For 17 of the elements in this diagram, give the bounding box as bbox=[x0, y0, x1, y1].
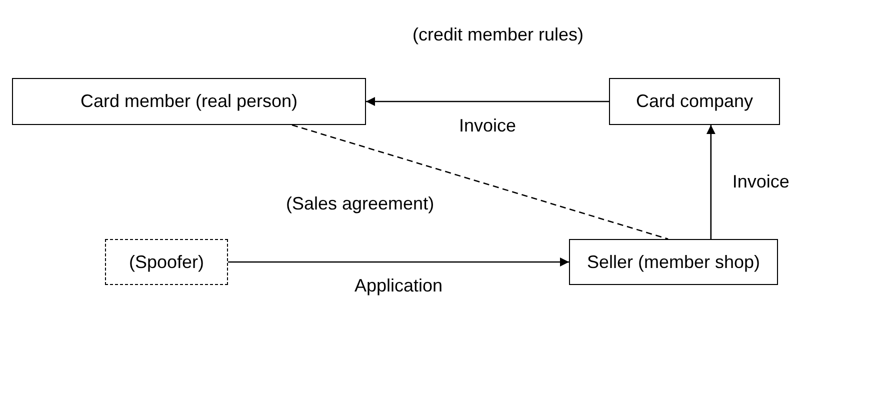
process-box bbox=[12, 78, 366, 125]
box-label: Card company bbox=[636, 91, 754, 112]
arrow bbox=[706, 125, 716, 239]
edge-label: (Sales agreement) bbox=[286, 194, 434, 214]
box-label: (Spoofer) bbox=[128, 252, 204, 272]
dashed-box bbox=[105, 239, 228, 285]
box-label: Seller (member shop) bbox=[586, 252, 760, 272]
dashed-line bbox=[292, 124, 668, 240]
process-box bbox=[569, 239, 778, 285]
note-text: (credit member rules) bbox=[412, 24, 584, 46]
edge-label: Invoice bbox=[458, 115, 516, 136]
edge-label: Application bbox=[354, 276, 443, 296]
box-label: Card member (real person) bbox=[80, 91, 298, 112]
arrow bbox=[366, 97, 609, 106]
edge-label: Invoice bbox=[732, 172, 790, 192]
process-box bbox=[609, 78, 780, 125]
arrow bbox=[228, 258, 569, 266]
